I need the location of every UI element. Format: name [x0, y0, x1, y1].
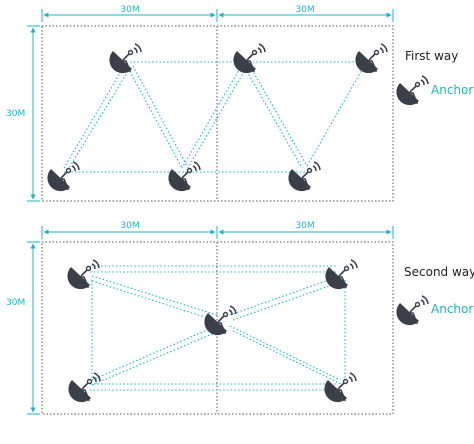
- legend-satellite-dish-icon: [395, 295, 429, 326]
- bottom-connections: [90, 265, 346, 391]
- top-link: [181, 67, 241, 169]
- top-link: [244, 67, 303, 169]
- bottom-link: [91, 275, 218, 316]
- bottom-link: [91, 325, 217, 381]
- bottom-legend-title: Second way: [404, 265, 474, 279]
- top-legend-title: First way: [405, 49, 458, 63]
- bottom-dim-right-label: 30M: [295, 221, 314, 231]
- satellite-dish-icon: [108, 43, 142, 74]
- bottom-link: [91, 280, 215, 321]
- satellite-dish-icon: [323, 372, 357, 403]
- bottom-link: [232, 280, 344, 321]
- top-link: [63, 67, 124, 169]
- satellite-dish-icon: [203, 305, 237, 336]
- bottom-link: [91, 330, 220, 386]
- top-link: [249, 65, 308, 167]
- satellite-dish-icon: [324, 259, 358, 290]
- satellite-dish-icon: [232, 43, 266, 74]
- top-panel: 30M 30M 30M First way: [6, 5, 473, 202]
- satellite-dish-icon: [46, 161, 80, 192]
- top-link: [68, 67, 131, 169]
- bottom-link: [229, 325, 341, 381]
- top-legend-anchor-label: Anchor: [431, 83, 473, 97]
- bottom-link: [232, 330, 344, 386]
- bottom-dim-left-label: 30M: [120, 221, 139, 231]
- legend-satellite-dish-icon: [395, 75, 429, 106]
- satellite-dish-icon: [354, 43, 388, 74]
- bottom-legend-anchor-label: Anchor: [431, 302, 473, 316]
- satellite-dish-icon: [66, 259, 100, 290]
- satellite-dish-icon: [287, 161, 321, 192]
- top-link: [127, 67, 183, 169]
- satellite-dish-icon: [167, 161, 201, 192]
- top-link: [132, 65, 188, 167]
- bottom-panel: 30M 30M 30M Sec: [6, 221, 474, 415]
- top-link: [187, 67, 247, 169]
- top-link: [305, 67, 364, 169]
- top-dim-left-label: 30M: [120, 5, 139, 15]
- top-dim-right-label: 30M: [295, 5, 314, 15]
- bottom-dim-vertical-label: 30M: [6, 298, 25, 308]
- top-dim-vertical-label: 30M: [6, 109, 25, 119]
- bottom-link: [229, 275, 341, 316]
- top-connections: [63, 61, 365, 173]
- satellite-dish-icon: [67, 372, 101, 403]
